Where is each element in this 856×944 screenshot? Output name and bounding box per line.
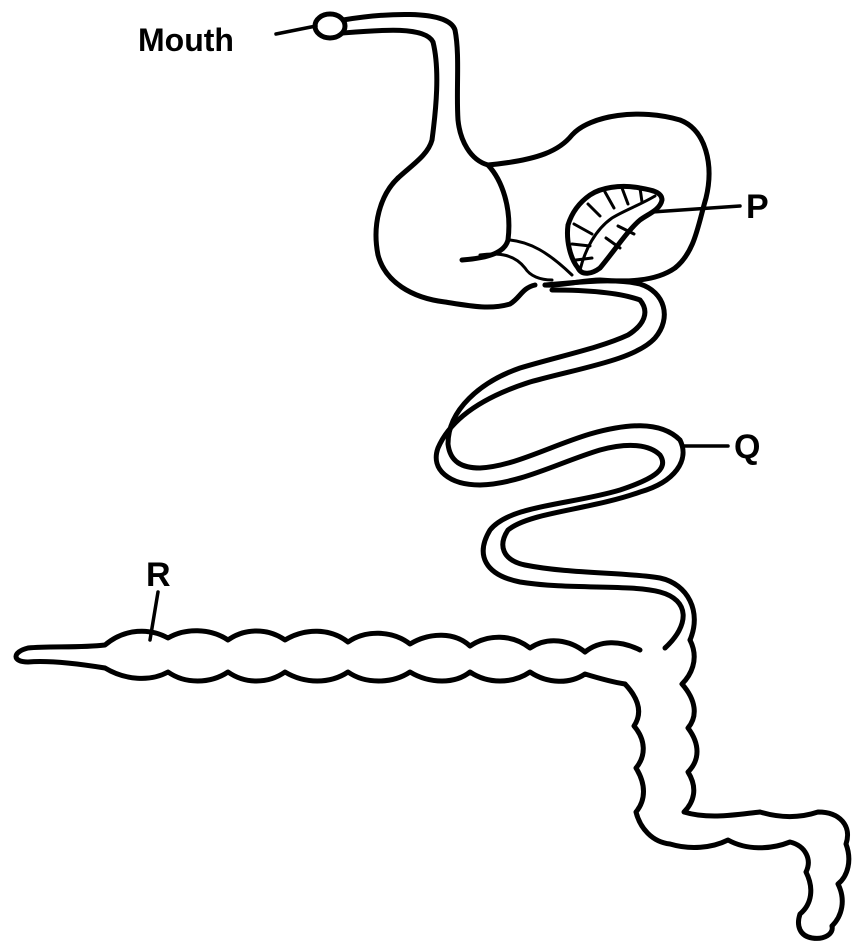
oesophagus [343,14,488,178]
structure-q [436,281,694,648]
large-intestine-descending [625,640,849,938]
stomach [376,165,552,307]
label-p: P [746,190,769,224]
p-leader-line [652,206,740,212]
label-mouth: Mouth [138,24,234,56]
mouth-opening [315,14,345,38]
structure-p [567,186,662,273]
mouth-leader-line [276,26,316,34]
label-q: Q [734,430,760,464]
gizzard [488,114,709,285]
label-r: R [146,558,171,592]
structure-r [16,631,640,684]
